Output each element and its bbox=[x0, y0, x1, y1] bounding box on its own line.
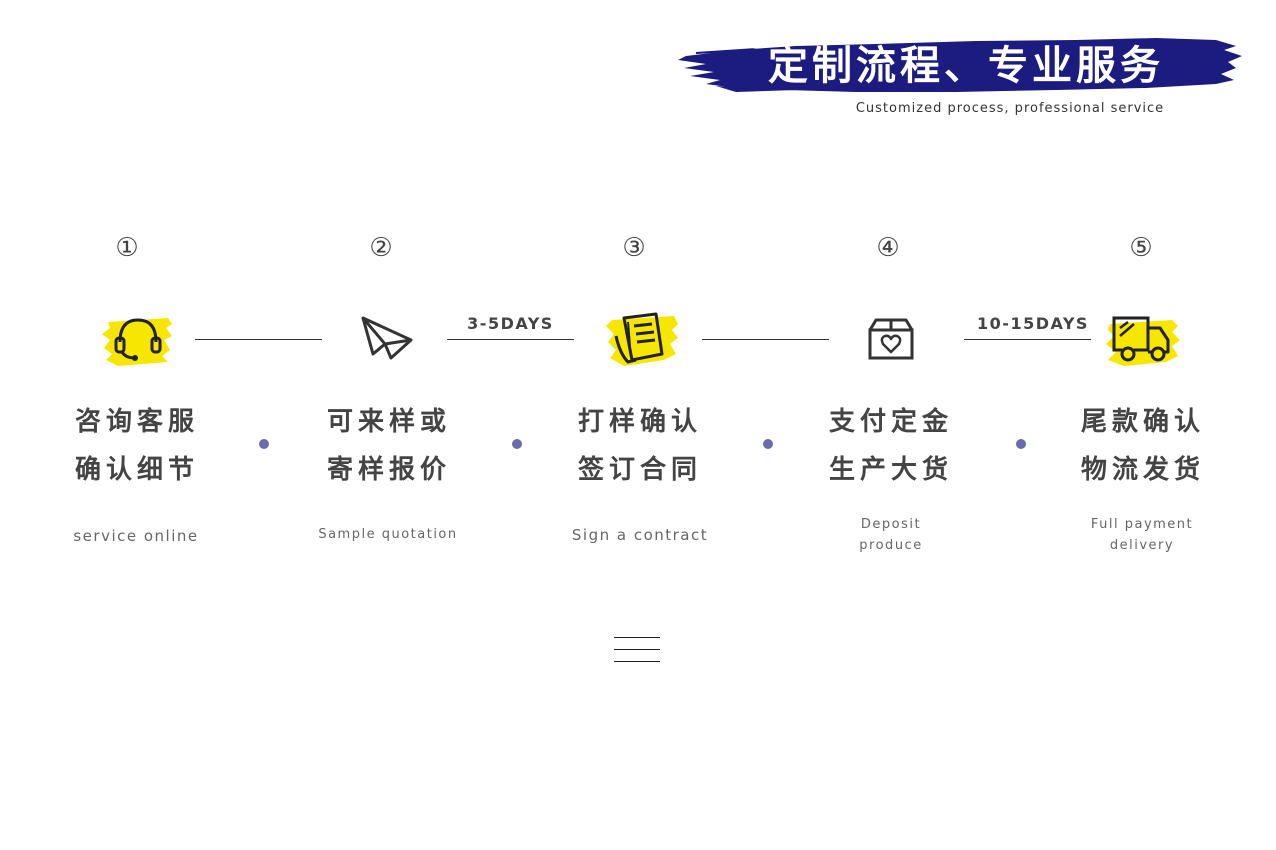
step-title-4-line2: 生产大货 bbox=[828, 455, 953, 485]
step-title-5-line2: 物流发货 bbox=[1080, 455, 1205, 485]
duration-label-production: 10-15DAYS bbox=[977, 314, 1089, 333]
step-caption-5-line2: delivery bbox=[1109, 538, 1175, 553]
separator-dot-1 bbox=[259, 439, 269, 449]
step-title-5-line1: 尾款确认 bbox=[1080, 407, 1205, 437]
separator-dot-4 bbox=[1016, 439, 1026, 449]
step-caption-1: service online bbox=[51, 526, 221, 547]
step-title-3-line1: 打样确认 bbox=[577, 407, 702, 437]
step-title-1: 咨询客服 确认细节 bbox=[62, 398, 212, 494]
step-title-1-line2: 确认细节 bbox=[74, 455, 199, 485]
header-brush-banner bbox=[676, 34, 1242, 96]
step-title-2-line2: 寄样报价 bbox=[326, 455, 451, 485]
contract-icon bbox=[602, 310, 682, 370]
step-caption-3-line1: Sign a contract bbox=[571, 526, 709, 544]
connector-line-3 bbox=[702, 339, 829, 340]
connector-line-2 bbox=[447, 339, 574, 340]
step-caption-4: Deposit produce bbox=[806, 514, 976, 556]
headset-icon bbox=[98, 310, 178, 370]
step-caption-5: Full payment delivery bbox=[1057, 514, 1227, 556]
step-number-4: ④ bbox=[876, 233, 900, 263]
separator-dot-2 bbox=[512, 439, 522, 449]
connector-line-4 bbox=[964, 339, 1091, 340]
step-number-2: ② bbox=[369, 233, 393, 263]
delivery-truck-icon bbox=[1102, 310, 1182, 370]
separator-dot-3 bbox=[763, 439, 773, 449]
duration-label-sample: 3-5DAYS bbox=[467, 314, 554, 333]
step-number-5: ⑤ bbox=[1129, 233, 1153, 263]
step-caption-2: Sample quotation bbox=[303, 524, 473, 545]
page-title: 定制流程、专业服务 bbox=[768, 43, 1164, 89]
step-title-3-line2: 签订合同 bbox=[577, 455, 702, 485]
step-title-2: 可来样或 寄样报价 bbox=[314, 398, 464, 494]
step-caption-1-line1: service online bbox=[73, 527, 199, 545]
step-caption-3: Sign a contract bbox=[555, 525, 725, 546]
step-title-4-line1: 支付定金 bbox=[828, 407, 953, 437]
step-caption-2-line1: Sample quotation bbox=[318, 527, 458, 542]
box-heart-icon bbox=[850, 310, 930, 370]
menu-icon[interactable] bbox=[614, 637, 660, 665]
page-subtitle: Customized process, professional service bbox=[855, 101, 1165, 116]
step-caption-4-line2: produce bbox=[859, 538, 923, 553]
paper-plane-icon bbox=[347, 310, 427, 370]
step-title-4: 支付定金 生产大货 bbox=[816, 398, 966, 494]
step-title-3: 打样确认 签订合同 bbox=[565, 398, 715, 494]
step-title-2-line1: 可来样或 bbox=[326, 407, 451, 437]
connector-line-1 bbox=[195, 339, 322, 340]
step-title-5: 尾款确认 物流发货 bbox=[1068, 398, 1218, 494]
step-number-1: ① bbox=[115, 233, 139, 263]
step-caption-5-line1: Full payment bbox=[1090, 517, 1194, 532]
step-caption-4-line1: Deposit bbox=[860, 517, 922, 532]
step-title-1-line1: 咨询客服 bbox=[74, 407, 199, 437]
step-number-3: ③ bbox=[622, 233, 646, 263]
